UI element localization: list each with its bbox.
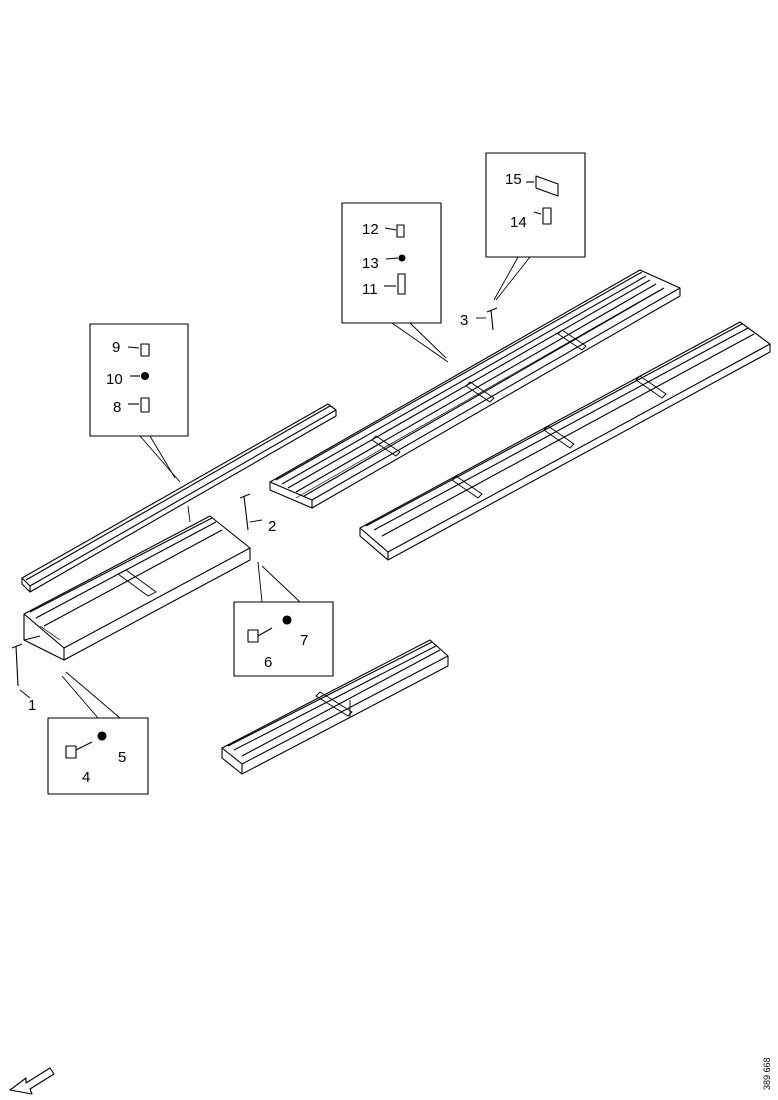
detail-box-4-5	[47, 717, 149, 795]
detail-box-9-10-8	[89, 323, 189, 437]
callout-11: 11	[362, 281, 378, 298]
bolt-4-icon	[65, 741, 93, 759]
clip-12-icon	[384, 224, 405, 238]
screw-3-icon	[486, 307, 498, 331]
callout-2: 2	[268, 518, 276, 535]
upper-rail-assembly	[269, 269, 681, 509]
bottom-trough	[221, 639, 449, 775]
bolt-11-icon	[384, 273, 406, 295]
reference-number: 389 668	[762, 1057, 772, 1090]
detail-box-15-14	[485, 152, 586, 258]
nut-5-icon	[97, 731, 107, 741]
bolt-8-icon	[128, 397, 150, 413]
callout-12: 12	[362, 221, 379, 238]
washer-10-icon	[130, 371, 150, 381]
callout-5: 5	[118, 749, 126, 766]
callout-1: 1	[28, 697, 36, 714]
detail-box-6-7	[233, 601, 334, 677]
screw-1-icon	[11, 643, 23, 687]
callout-9: 9	[112, 339, 120, 356]
nut-9-icon	[127, 343, 150, 357]
guide-rail	[21, 403, 337, 593]
left-trough	[23, 515, 251, 661]
detail-box-12-13-11	[341, 202, 442, 324]
bracket-15-icon	[526, 175, 559, 197]
screw-2-icon	[239, 493, 251, 531]
callout-14: 14	[510, 214, 527, 231]
washer-13-icon	[385, 254, 406, 262]
callout-4: 4	[82, 769, 90, 786]
callout-8: 8	[113, 399, 121, 416]
bolt-6-icon	[247, 627, 273, 643]
screw-14-icon	[533, 207, 552, 225]
callout-3: 3	[460, 312, 468, 329]
leader-lines	[19, 256, 531, 719]
nut-7-icon	[282, 615, 292, 625]
callout-6: 6	[264, 654, 272, 671]
orientation-arrow-icon	[9, 1067, 55, 1095]
callout-15: 15	[505, 171, 522, 188]
callout-7: 7	[300, 632, 308, 649]
right-rail-assembly	[359, 321, 771, 561]
callout-10: 10	[106, 371, 123, 388]
callout-13: 13	[362, 255, 379, 272]
